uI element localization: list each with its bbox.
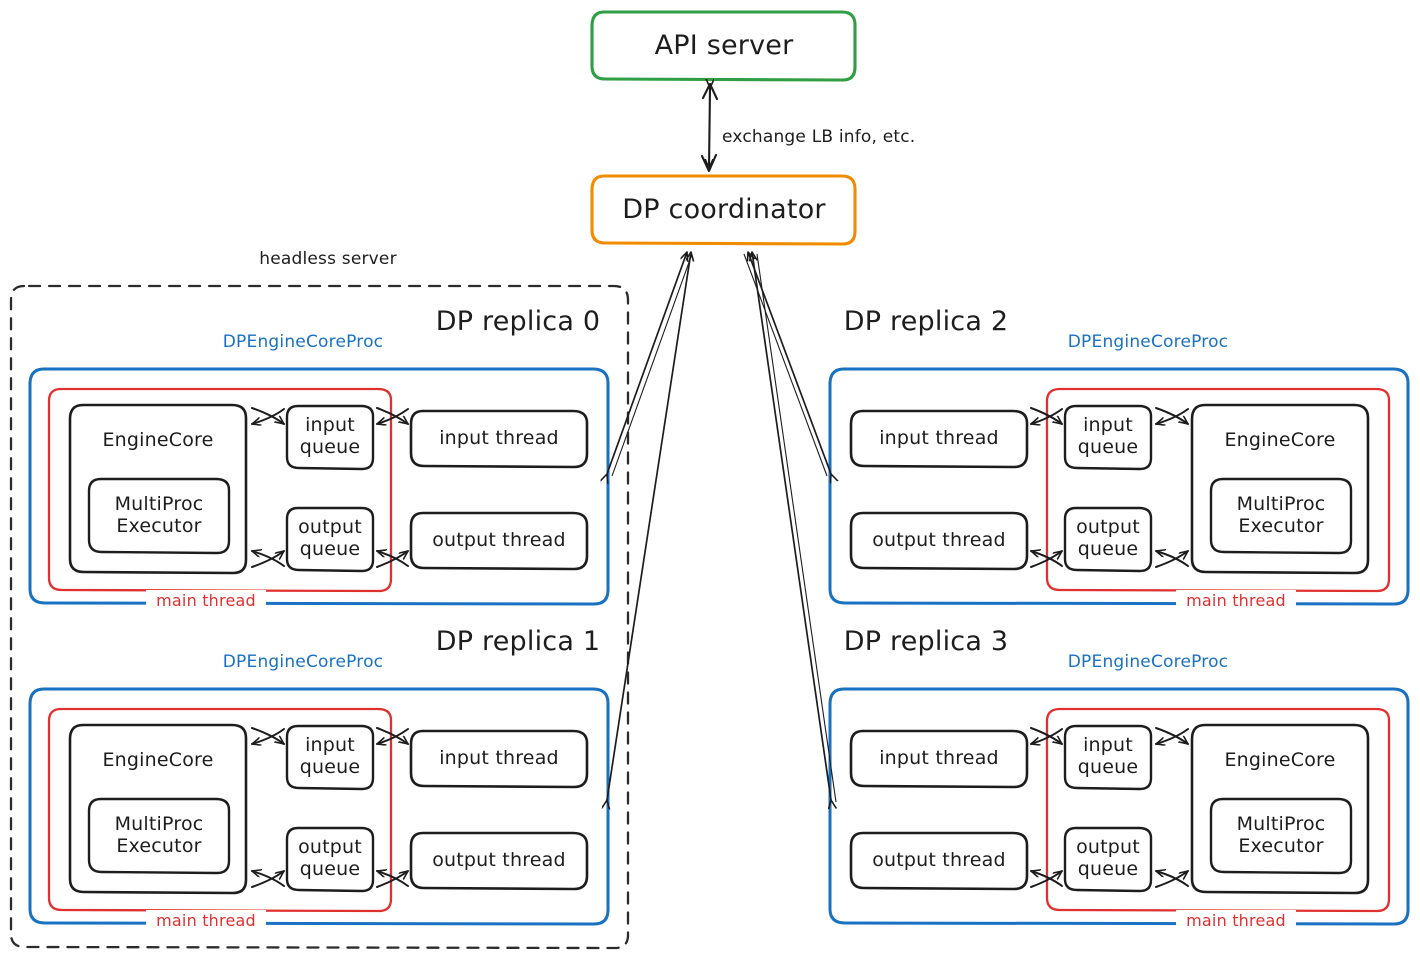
output-queue-line-2: queue <box>1077 858 1139 880</box>
replica-3-output-queue: output queue <box>1065 828 1151 890</box>
api-coordinator-link <box>700 84 719 173</box>
replica-3-proc-label: DPEngineCoreProc <box>1067 652 1229 673</box>
replica-1-input-thread: input thread <box>439 747 559 770</box>
output-queue-line-2: queue <box>299 858 361 880</box>
input-queue-line-2: queue <box>1077 756 1139 778</box>
output-queue-line-2: queue <box>1077 538 1139 560</box>
replica-1-output-thread: output thread <box>432 849 566 872</box>
multiproc-line-2: Executor <box>116 835 202 857</box>
input-queue-line-1: input <box>305 734 355 757</box>
coordinator-replica-links <box>607 252 836 802</box>
replica-3-main-thread-label: main thread <box>1176 910 1296 932</box>
multiproc-line-1: MultiProc <box>1236 813 1326 836</box>
replica-1-input-queue: input queue <box>287 726 373 788</box>
multiproc-line-2: Executor <box>116 515 202 537</box>
input-queue-line-1: input <box>1083 414 1133 437</box>
replica-3-output-thread: output thread <box>872 849 1006 872</box>
replica-3-engine-core-label: EngineCore <box>1224 749 1336 772</box>
replica-2-multiproc-executor: MultiProc Executor <box>1211 479 1351 553</box>
replica-0-multiproc-executor: MultiProc Executor <box>89 479 229 553</box>
replica-0-title: DP replica 0 <box>435 306 601 338</box>
replica-0-output-thread: output thread <box>432 529 566 552</box>
replica-0-input-thread: input thread <box>439 427 559 450</box>
input-queue-line-2: queue <box>299 436 361 458</box>
input-queue-line-1: input <box>1083 734 1133 757</box>
multiproc-line-2: Executor <box>1238 835 1324 857</box>
replica-2-output-thread: output thread <box>872 529 1006 552</box>
replica-2-input-queue: input queue <box>1065 406 1151 468</box>
replica-1-proc-label: DPEngineCoreProc <box>222 652 384 673</box>
exchange-lb-info-label: exchange LB info, etc. <box>722 127 916 148</box>
replica-3-title: DP replica 3 <box>843 626 1009 658</box>
input-queue-line-1: input <box>305 414 355 437</box>
replica-2-main-thread-label: main thread <box>1176 590 1296 612</box>
input-queue-line-2: queue <box>299 756 361 778</box>
replica-2-title: DP replica 2 <box>843 306 1009 338</box>
replica-0-engine-core-label: EngineCore <box>102 429 214 452</box>
replica-2-output-queue: output queue <box>1065 508 1151 570</box>
replica-3-input-thread: input thread <box>879 747 999 770</box>
replica-2-engine-core-label: EngineCore <box>1224 429 1336 452</box>
input-queue-line-2: queue <box>1077 436 1139 458</box>
output-queue-line-1: output <box>298 516 362 539</box>
replica-0-main-thread-label: main thread <box>146 590 266 612</box>
replica-1-engine-core-label: EngineCore <box>102 749 214 772</box>
replica-2-input-thread: input thread <box>879 427 999 450</box>
multiproc-line-2: Executor <box>1238 515 1324 537</box>
multiproc-line-1: MultiProc <box>1236 493 1326 516</box>
multiproc-line-1: MultiProc <box>114 493 204 516</box>
multiproc-line-1: MultiProc <box>114 813 204 836</box>
output-queue-line-1: output <box>298 836 362 859</box>
output-queue-line-1: output <box>1076 836 1140 859</box>
replica-0-proc-label: DPEngineCoreProc <box>222 332 384 353</box>
replica-2-proc-label: DPEngineCoreProc <box>1067 332 1229 353</box>
output-queue-line-2: queue <box>299 538 361 560</box>
headless-server-label: headless server <box>259 249 397 270</box>
replica-1-output-queue: output queue <box>287 828 373 890</box>
api-server-label[interactable]: API server <box>654 30 794 62</box>
replica-1-multiproc-executor: MultiProc Executor <box>89 799 229 873</box>
replica-3-multiproc-executor: MultiProc Executor <box>1211 799 1351 873</box>
dp-coordinator-label[interactable]: DP coordinator <box>622 194 826 226</box>
output-queue-line-1: output <box>1076 516 1140 539</box>
replica-3-input-queue: input queue <box>1065 726 1151 788</box>
replica-1-title: DP replica 1 <box>435 626 601 658</box>
replica-0-output-queue: output queue <box>287 508 373 570</box>
replica-0-input-queue: input queue <box>287 406 373 468</box>
replica-1-main-thread-label: main thread <box>146 910 266 932</box>
